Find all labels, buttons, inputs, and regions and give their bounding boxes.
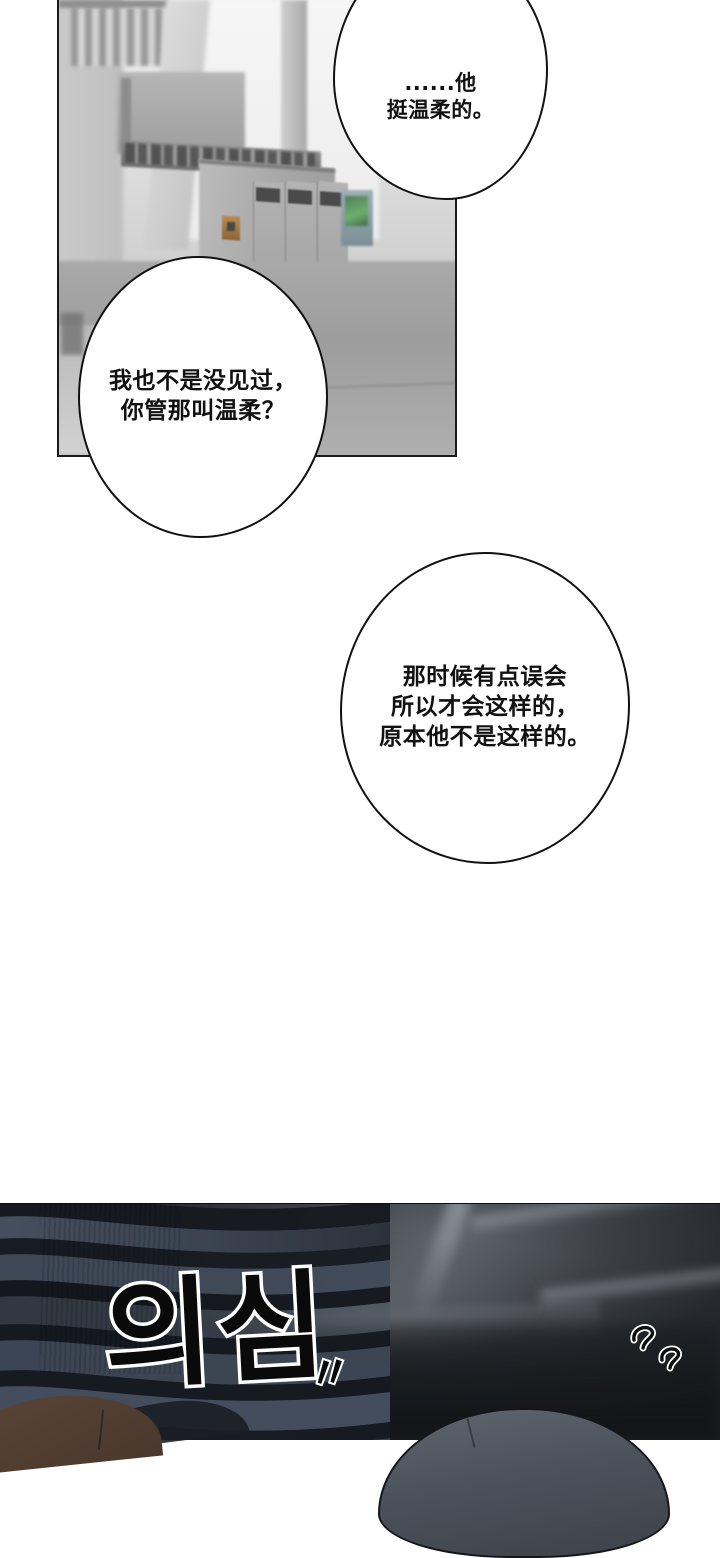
panel-bottom bbox=[0, 1203, 720, 1440]
kitchen-oven-knob-center bbox=[227, 222, 235, 231]
kitchen-range-hood bbox=[117, 72, 245, 154]
kitchen-dark-recess bbox=[61, 313, 83, 355]
speech-bubble-1: ......他 挺温柔的。 bbox=[333, 0, 548, 200]
kitchen-wall-screen-display bbox=[345, 196, 368, 226]
korean-sfx-text: 의심 bbox=[97, 1253, 336, 1410]
speech-bubble-2: 我也不是没见过， 你管那叫温柔？ bbox=[78, 256, 328, 538]
kitchen-vent-top-bar bbox=[59, 0, 169, 8]
wave-scratch-texture bbox=[40, 1204, 180, 1374]
kitchen-door-vent-2 bbox=[288, 189, 312, 205]
kitchen-vent-grille-icon bbox=[71, 8, 169, 66]
sfx-dots: 〃 bbox=[304, 1345, 355, 1403]
kitchen-door-vent-1 bbox=[256, 187, 280, 203]
speech-bubble-3: 那时候有点误会 所以才会这样的， 原本他不是这样的。 bbox=[340, 552, 630, 864]
kitchen-hood-pipe bbox=[121, 78, 131, 150]
question-marks-icon bbox=[630, 1324, 682, 1372]
